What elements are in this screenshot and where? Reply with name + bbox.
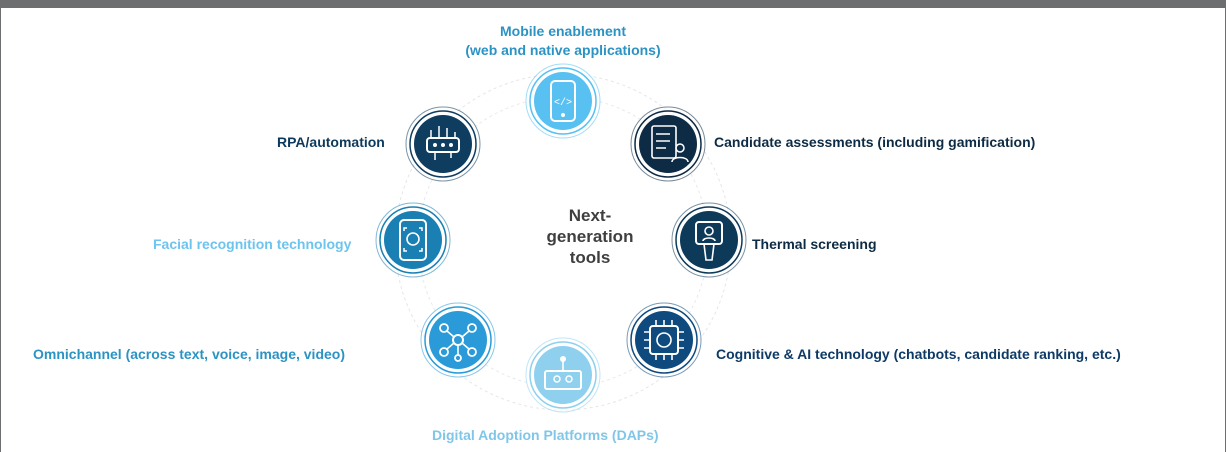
node-thermal — [671, 202, 747, 278]
circuit-robot-icon — [426, 126, 460, 160]
network-icon — [439, 323, 477, 362]
label-candidate-assessments: Candidate assessments (including gamific… — [714, 134, 1036, 150]
center-label: Next- generation tools — [546, 206, 634, 267]
platform-icon — [544, 356, 582, 390]
label-digital-adoption-platforms: Digital Adoption Platforms (DAPs) — [432, 427, 659, 443]
label-thermal-screening: Thermal screening — [752, 236, 877, 252]
node-rpa — [405, 106, 481, 182]
node-mobile: </> — [525, 63, 601, 139]
label-cognitive-ai: Cognitive & AI technology (chatbots, can… — [716, 346, 1121, 362]
thermal-scanner-icon — [695, 221, 723, 261]
mobile-code-icon: </> — [550, 80, 576, 122]
checklist-person-icon — [651, 125, 689, 163]
face-scan-icon — [399, 219, 427, 261]
label-omnichannel: Omnichannel (across text, voice, image, … — [33, 346, 345, 362]
node-assessments — [630, 106, 706, 182]
ai-chip-icon — [644, 320, 684, 360]
node-dap — [525, 337, 601, 413]
svg-text:</>: </> — [554, 97, 572, 109]
node-omnichannel — [420, 302, 496, 378]
node-cognitive — [626, 302, 702, 378]
label-mobile-enablement: Mobile enablement (web and native applic… — [465, 23, 661, 58]
label-facial-recognition: Facial recognition technology — [153, 236, 352, 252]
label-rpa-automation: RPA/automation — [277, 134, 385, 150]
node-facial — [375, 202, 451, 278]
